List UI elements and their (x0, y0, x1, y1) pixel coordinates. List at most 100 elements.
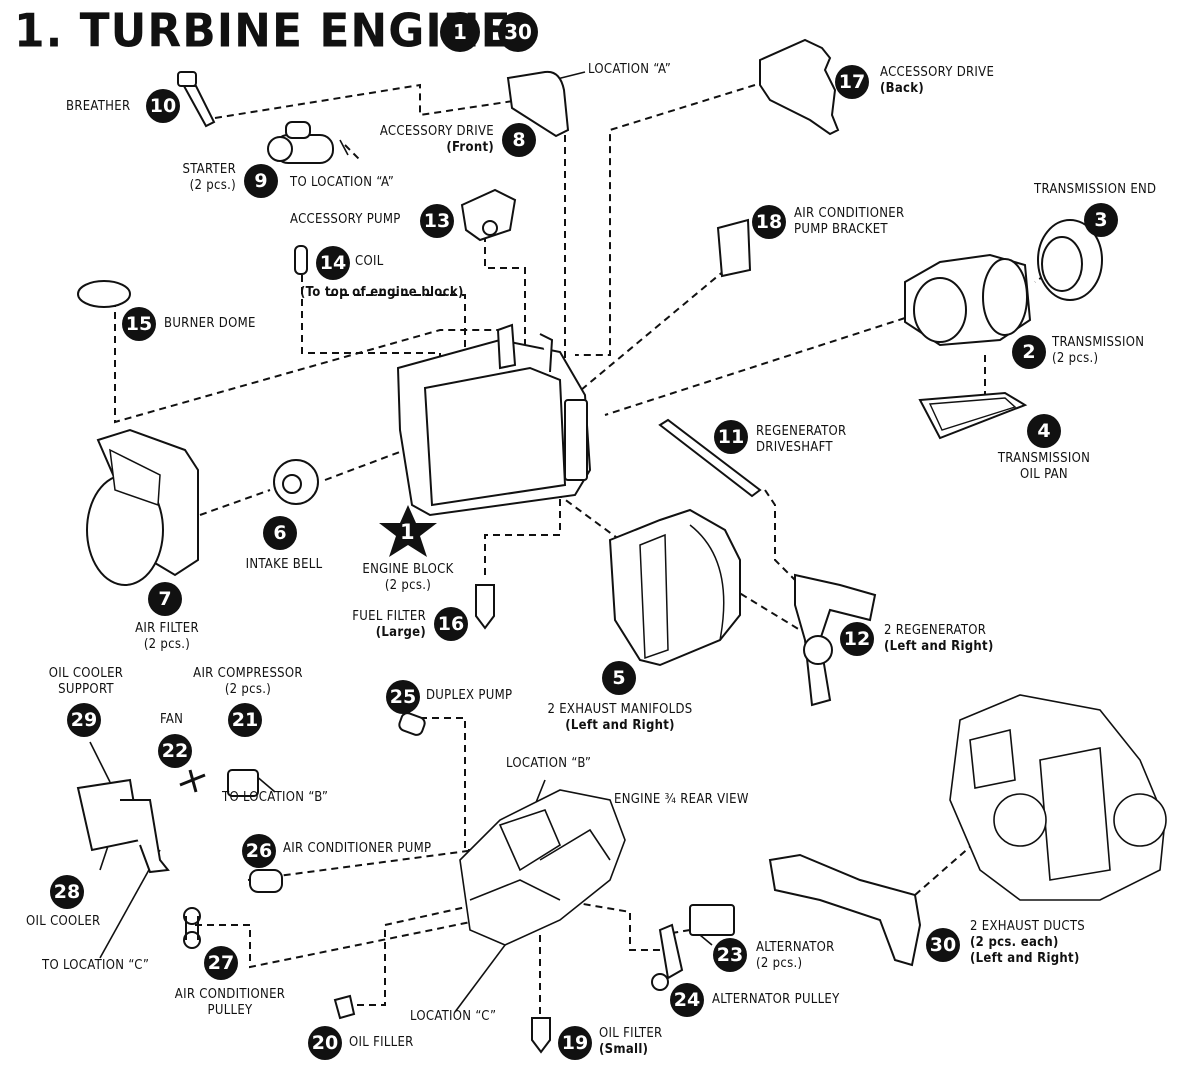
fan-part (179, 769, 206, 793)
ac-pump-part (249, 869, 283, 893)
note-to-location-a: TO LOCATION “A” (290, 175, 395, 190)
label-exhaust-ducts: 2 EXHAUST DUCTS(2 pcs. each)(Left and Ri… (970, 919, 1085, 966)
burner-dome-part (77, 280, 131, 308)
label-oil-cooler: OIL COOLER (26, 914, 101, 929)
badge-4: 4 (1027, 414, 1061, 448)
oil-filter-small-part (531, 1017, 551, 1054)
badge-19: 19 (558, 1026, 592, 1060)
label-alternator-pulley: ALTERNATOR PULLEY (712, 992, 840, 1007)
label-fan: FAN (160, 712, 184, 727)
label-air-filter: AIR FILTER(2 pcs.) (135, 621, 199, 652)
badge-6: 6 (263, 516, 297, 550)
ac-pump-bracket-part (716, 218, 752, 278)
oil-cooler-part (76, 778, 170, 874)
label-burner-dome: BURNER DOME (164, 316, 256, 331)
badge-25: 25 (386, 680, 420, 714)
label-transmission: TRANSMISSION(2 pcs.) (1052, 335, 1145, 366)
label-starter: STARTER(2 pcs.) (182, 162, 236, 193)
badge-24: 24 (670, 983, 704, 1017)
note-location-c: LOCATION “C” (410, 1009, 497, 1024)
badge-1-star (379, 505, 437, 557)
label-regenerator: 2 REGENERATOR(Left and Right) (884, 623, 994, 654)
badge-20: 20 (308, 1026, 342, 1060)
badge-3: 3 (1084, 203, 1118, 237)
transmission-oil-pan-part (918, 391, 1028, 440)
label-intake-bell: INTAKE BELL (245, 557, 323, 572)
duplex-pump-part (398, 712, 426, 736)
alternator-part (689, 904, 735, 936)
badge-7: 7 (148, 582, 182, 616)
badge-22: 22 (158, 734, 192, 768)
label-exhaust-manifolds: 2 EXHAUST MANIFOLDS(Left and Right) (547, 702, 693, 733)
engine-rear-view-illustration (459, 789, 626, 946)
note-location-a: LOCATION “A” (588, 62, 672, 77)
label-breather: BREATHER (66, 99, 131, 114)
badge-10: 10 (146, 89, 180, 123)
engine-block-part (396, 323, 592, 517)
badge-30: 30 (926, 928, 960, 962)
label-coil: COIL (355, 254, 384, 269)
exhaust-manifold-part (608, 508, 741, 667)
oil-filler-part (333, 994, 356, 1020)
badge-13: 13 (420, 204, 454, 238)
badge-27: 27 (204, 946, 238, 980)
label-ac-pump: AIR CONDITIONER PUMP (283, 841, 432, 856)
badge-11: 11 (714, 420, 748, 454)
breather-part (177, 71, 216, 128)
range-separator: – (484, 11, 496, 41)
badge-17: 17 (835, 65, 869, 99)
note-engine-rear-view: ENGINE ¾ REAR VIEW (614, 792, 749, 807)
badge-8: 8 (502, 123, 536, 157)
label-oil-filler: OIL FILLER (349, 1035, 414, 1050)
assembled-engine-illustration (949, 694, 1167, 901)
coil-part (294, 245, 308, 275)
badge-15: 15 (122, 307, 156, 341)
label-accessory-pump: ACCESSORY PUMP (290, 212, 401, 227)
badge-28: 28 (50, 875, 84, 909)
intake-bell-part (273, 459, 319, 505)
transmission-end-part (1037, 219, 1103, 301)
label-accessory-drive-back: ACCESSORY DRIVE(Back) (880, 65, 995, 96)
note-to-location-b: TO LOCATION “B” (222, 790, 329, 805)
accessory-drive-back-part (759, 38, 840, 136)
label-transmission-end: TRANSMISSION END (1034, 182, 1157, 197)
badge-29: 29 (67, 703, 101, 737)
air-filter-part (86, 428, 199, 586)
page-title: 1. TURBINE ENGINE (14, 5, 512, 59)
badge-2: 2 (1012, 335, 1046, 369)
badge-14: 14 (316, 246, 350, 280)
range-end-badge: 30 (498, 12, 538, 52)
note-location-b: LOCATION “B” (506, 756, 592, 771)
badge-21: 21 (228, 703, 262, 737)
label-duplex-pump: DUPLEX PUMP (426, 688, 513, 703)
transmission-part (904, 253, 1032, 347)
label-accessory-drive-front: ACCESSORY DRIVE(Front) (379, 124, 494, 155)
label-air-compressor: AIR COMPRESSOR(2 pcs.) (193, 666, 303, 697)
regenerator-driveshaft-part (658, 418, 762, 498)
badge-18: 18 (752, 205, 786, 239)
fuel-filter-part (475, 584, 495, 630)
range-start-badge: 1 (440, 12, 480, 52)
title-text: 1. TURBINE ENGINE (14, 4, 512, 59)
label-engine-block: ENGINE BLOCK(2 pcs.) (362, 562, 454, 593)
badge-1: 1 (400, 520, 415, 544)
label-oil-filter: OIL FILTER(Small) (599, 1026, 663, 1057)
exhaust-duct-part (768, 853, 922, 967)
badge-9: 9 (244, 164, 278, 198)
label-fuel-filter: FUEL FILTER(Large) (352, 609, 426, 640)
accessory-pump-part (460, 188, 517, 242)
starter-part (267, 121, 334, 164)
accessory-drive-front-part (506, 70, 570, 138)
badge-26: 26 (242, 834, 276, 868)
note-to-location-c: TO LOCATION “C” (42, 958, 150, 973)
badge-12: 12 (840, 622, 874, 656)
badge-16: 16 (434, 607, 468, 641)
badge-23: 23 (713, 938, 747, 972)
regenerator-part (794, 573, 877, 707)
